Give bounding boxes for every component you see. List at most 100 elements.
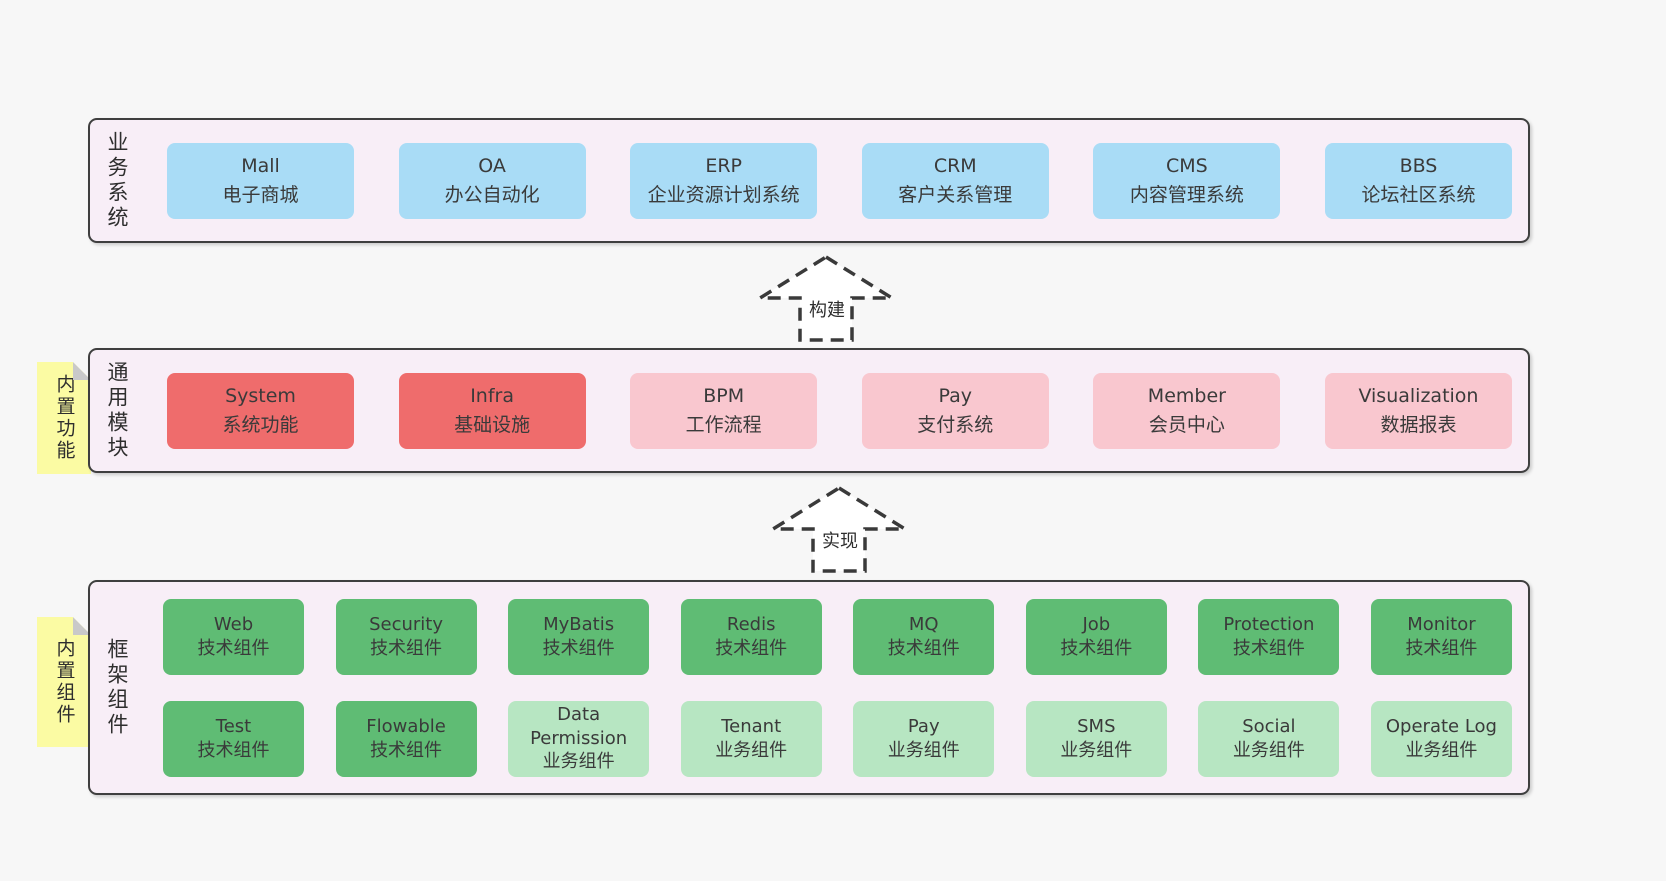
box-security: Security 技术组件 [335,598,477,675]
box-subtitle: 业务组件 [1232,739,1305,761]
box-pay: Pay 支付系统 [861,372,1049,449]
build-arrow: 构建 [757,255,897,343]
box-subtitle: 业务组件 [715,739,788,761]
box-job: Job 技术组件 [1025,598,1167,675]
box-subtitle: 基础设施 [454,413,531,436]
box-operate-log: Operate Log 业务组件 [1370,700,1512,777]
box-test: Test 技术组件 [163,700,304,777]
sticky-note-builtin-components: 内置组件 [37,617,91,747]
box-bbs: BBS 论坛社区系统 [1324,142,1512,219]
box-visualization: Visualization 数据报表 [1324,372,1512,449]
box-system: System 系统功能 [167,372,354,449]
band-label: 框架组件 [105,637,129,738]
box-title: Operate Log [1385,716,1497,738]
box-title: Infra [470,385,514,407]
arrow-label: 实现 [819,526,861,554]
box-title: Monitor [1407,614,1476,636]
box-subtitle: 数据报表 [1380,413,1457,436]
box-title: Tenant [721,716,782,738]
box-subtitle: 论坛社区系统 [1361,183,1476,206]
band-label: 业务系统 [105,130,129,231]
box-title: OA [478,155,506,177]
box-title: Mall [241,155,280,177]
box-subtitle: 业务组件 [1405,739,1478,761]
box-crm: CRM 客户关系管理 [861,142,1049,219]
box-subtitle: 技术组件 [887,637,960,659]
box-title: BPM [703,385,745,407]
box-monitor: Monitor 技术组件 [1370,598,1512,675]
box-subtitle: 工作流程 [685,413,762,436]
box-redis: Redis 技术组件 [680,598,822,675]
box-title: CMS [1166,155,1208,177]
box-subtitle: 技术组件 [197,637,270,659]
box-pay-component: Pay 业务组件 [853,700,995,777]
box-oa: OA 办公自动化 [398,142,586,219]
box-subtitle: 技术组件 [370,739,443,761]
sticky-label: 内置功能 [53,374,76,462]
common-modules-boxes: System 系统功能 Infra 基础设施 BPM 工作流程 Pay 支付系统… [167,372,1512,449]
band-business-systems: 业务系统 Mall 电子商城 OA 办公自动化 ERP 企业资源计划系统 CRM… [88,118,1530,243]
box-subtitle: 客户关系管理 [898,183,1013,206]
box-title: Visualization [1358,385,1479,407]
tech-components-row: Web 技术组件 Security 技术组件 MyBatis 技术组件 Redi… [163,598,1512,675]
box-title: Pay [907,716,940,738]
box-title: Protection [1223,614,1315,636]
box-title: MQ [908,614,939,636]
box-title: System [225,385,296,407]
box-bpm: BPM 工作流程 [630,372,818,449]
box-title: Flowable [366,716,446,738]
box-erp: ERP 企业资源计划系统 [630,142,818,219]
box-subtitle: 电子商城 [222,183,299,206]
box-title: BBS [1399,155,1438,177]
box-subtitle: 技术组件 [542,637,615,659]
sticky-label: 内置组件 [53,638,76,726]
box-subtitle: 会员中心 [1148,413,1225,436]
box-tenant: Tenant 业务组件 [680,700,822,777]
box-title: Test [215,716,252,738]
box-web: Web 技术组件 [163,598,304,675]
box-mall: Mall 电子商城 [167,142,354,219]
box-title: Security [369,614,444,636]
box-subtitle: 技术组件 [1405,637,1478,659]
box-mq: MQ 技术组件 [853,598,995,675]
framework-components-rows: Web 技术组件 Security 技术组件 MyBatis 技术组件 Redi… [163,598,1512,777]
band-framework-components: 框架组件 Web 技术组件 Security 技术组件 MyBatis 技术组件… [88,580,1530,795]
box-subtitle: 业务组件 [1060,739,1133,761]
box-subtitle: 技术组件 [715,637,788,659]
box-subtitle: 企业资源计划系统 [647,183,800,206]
arrow-label: 构建 [806,295,848,323]
box-social: Social 业务组件 [1198,700,1340,777]
box-title: ERP [705,155,743,177]
box-member: Member 会员中心 [1093,372,1281,449]
box-subtitle: 支付系统 [917,413,994,436]
box-title: Member [1147,385,1226,407]
box-sms: SMS 业务组件 [1025,700,1167,777]
box-cms: CMS 内容管理系统 [1093,142,1281,219]
box-protection: Protection 技术组件 [1198,598,1340,675]
implement-arrow: 实现 [770,486,910,574]
band-label: 通用模块 [105,360,129,461]
box-title: Job [1082,614,1111,636]
box-subtitle: 内容管理系统 [1129,183,1244,206]
box-data-permission: Data Permission 业务组件 [508,700,650,777]
box-mybatis: MyBatis 技术组件 [508,598,650,675]
box-subtitle: 办公自动化 [444,183,540,206]
box-subtitle: 业务组件 [887,739,960,761]
box-subtitle: 系统功能 [222,413,299,436]
box-title: Redis [726,614,776,636]
business-systems-boxes: Mall 电子商城 OA 办公自动化 ERP 企业资源计划系统 CRM 客户关系… [167,142,1512,219]
box-title: Data Permission [530,704,628,749]
box-title: SMS [1077,716,1116,738]
box-subtitle: 技术组件 [197,739,270,761]
sticky-note-builtin-features: 内置功能 [37,362,91,474]
box-subtitle: 技术组件 [370,637,443,659]
box-infra: Infra 基础设施 [398,372,586,449]
band-common-modules: 通用模块 System 系统功能 Infra 基础设施 BPM 工作流程 Pay… [88,348,1530,473]
box-title: Pay [938,385,973,407]
biz-components-row: Test 技术组件 Flowable 技术组件 Data Permission … [163,700,1512,777]
box-subtitle: 技术组件 [1232,637,1305,659]
box-subtitle: 业务组件 [542,751,615,773]
box-title: Social [1242,716,1296,738]
box-flowable: Flowable 技术组件 [335,700,477,777]
